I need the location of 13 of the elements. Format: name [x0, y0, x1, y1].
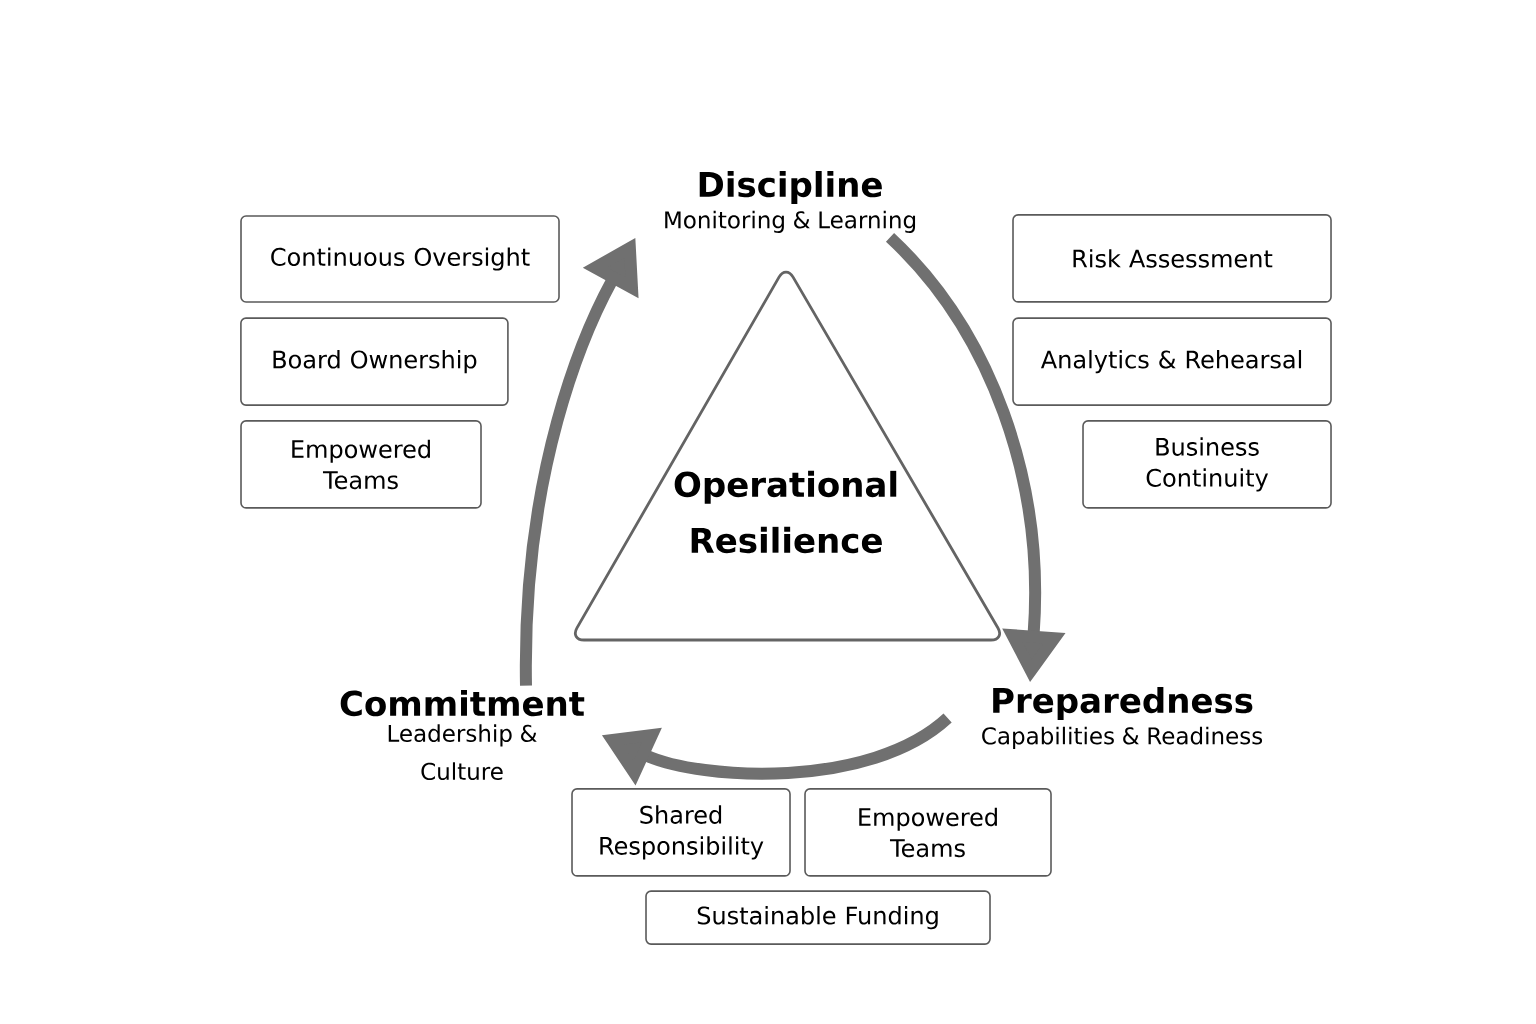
text-box: Analytics & Rehearsal [1012, 317, 1332, 406]
text-box: Sustainable Funding [645, 890, 991, 945]
triangle: Operational Resilience [574, 270, 1001, 642]
text-box: Shared Responsibility [571, 788, 791, 877]
text-box: Risk Assessment [1012, 214, 1332, 303]
stage-heading: Discipline Monitoring & Learning [665, 171, 916, 233]
stage-heading: Preparedness Capabilities & Readiness [982, 687, 1263, 749]
stage-heading: Commitment Leadership & Culture [340, 689, 585, 781]
text-box: Continuous Oversight [240, 215, 560, 303]
text-box: Empowered Teams [240, 420, 482, 509]
text-box: Empowered Teams [804, 788, 1052, 877]
text-box: Business Continuity [1082, 420, 1332, 509]
text-box: Board Ownership [240, 317, 509, 406]
